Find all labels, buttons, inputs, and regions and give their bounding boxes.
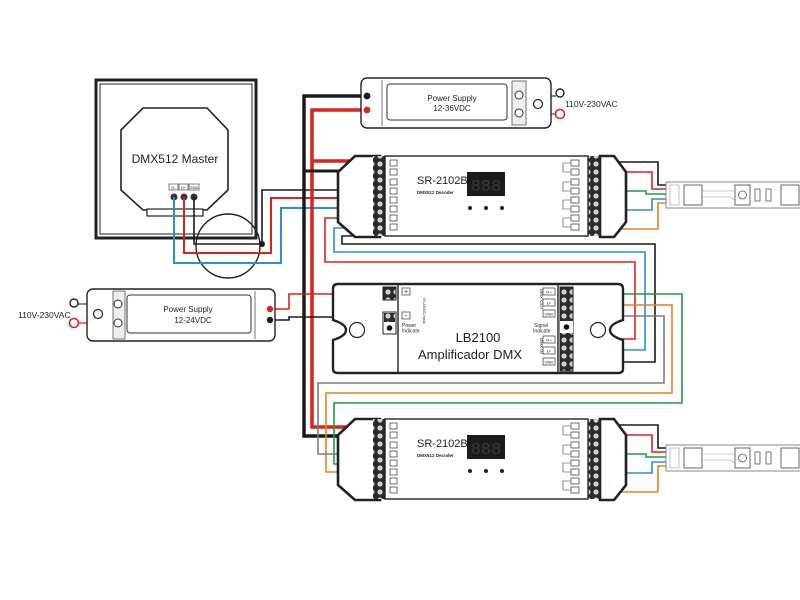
power-supply-left: Power Supply 12-24VDC 110V-230VAC xyxy=(18,288,276,342)
live-terminal-icon xyxy=(554,108,566,120)
decoder-top-model: SR-2102B xyxy=(417,175,468,187)
led-chip-icon xyxy=(734,184,751,206)
psu-top-ac-label: 110V-230VAC xyxy=(565,99,618,109)
decoder-bottom-display xyxy=(467,435,505,459)
led-chip-icon xyxy=(683,184,703,206)
decoder-bottom-display-digits: 888 xyxy=(471,441,502,460)
led-chip-icon xyxy=(734,447,751,469)
led-strip-bottom xyxy=(665,444,800,472)
ground-icon xyxy=(532,98,544,110)
led-chip-icon xyxy=(780,447,800,469)
wire-dmx-in-d-minus xyxy=(333,227,646,351)
psu-top-screw-l xyxy=(514,108,524,118)
master-module xyxy=(120,107,229,211)
master-terminal-gnd: GND xyxy=(190,185,199,190)
master-terminal-d-minus: D- xyxy=(171,185,176,190)
decoder-top-button-3[interactable] xyxy=(500,206,504,210)
dmx512-master: DMX512 Master D- D+ GND xyxy=(94,78,258,240)
master-terminal-d-plus: D+ xyxy=(181,185,187,190)
decoder-top-display-digits: 888 xyxy=(471,178,502,197)
signal-indicator-led xyxy=(563,324,570,330)
svg-text:-: - xyxy=(405,313,408,320)
svg-text:+: + xyxy=(404,289,408,296)
decoder-top-button-2[interactable] xyxy=(484,206,488,210)
wire-dmx-out-gnd xyxy=(317,315,665,455)
master-terminal-labels: D- D+ GND xyxy=(168,183,200,191)
psu-top-voltage: 12-36VDC xyxy=(433,104,471,113)
svg-text:D+: D+ xyxy=(546,290,552,295)
decoder-bottom-output-labels xyxy=(562,422,580,494)
psu-left-ac-label: 110V-230VAC xyxy=(18,310,71,320)
svg-text:D-: D- xyxy=(547,301,552,306)
decoder-top-button-1[interactable] xyxy=(468,206,472,210)
wire-dmx-out-d-minus xyxy=(325,304,673,473)
decoder-bottom-button-2[interactable] xyxy=(484,469,488,473)
decoder-top-subtitle: DMX512 Decoder xyxy=(417,190,454,195)
decoder-bottom-subtitle: DMX512 Decoder xyxy=(417,453,454,458)
power-indicator-led xyxy=(386,325,393,331)
dmx-out-label: DMX OUT xyxy=(539,289,544,310)
live-terminal-icon xyxy=(68,317,80,329)
decoder-bottom: SR-2102B DMX512 Decoder 888 xyxy=(336,417,628,502)
decoder-bottom-button-3[interactable] xyxy=(500,469,504,473)
led-chip-icon xyxy=(780,184,800,206)
decoder-top-output-labels xyxy=(562,159,580,231)
wire-psu-top-negative xyxy=(302,94,378,438)
decoder-top-display xyxy=(467,172,505,196)
decoder-top-input-terminal-block xyxy=(373,156,385,236)
led-strip-top xyxy=(665,181,800,209)
led-chip-icon xyxy=(683,447,703,469)
amplifier-power-positive-terminal xyxy=(382,286,397,301)
decoder-bottom-input-terminal-block xyxy=(373,419,385,499)
master-title: DMX512 Master xyxy=(132,152,219,166)
psu-top-screw-n xyxy=(514,90,524,100)
ground-icon xyxy=(92,308,104,320)
svg-text:D+: D+ xyxy=(546,338,552,343)
psu-top-title: Power Supply xyxy=(427,94,476,103)
resistor-icon xyxy=(765,451,772,465)
svg-text:GND: GND xyxy=(545,312,554,317)
neutral-terminal-icon xyxy=(69,298,79,308)
amplifier-model: LB2100 xyxy=(456,330,501,345)
wire-dmx-in-gnd xyxy=(341,235,656,363)
psu-left-title: Power Supply xyxy=(163,305,212,314)
decoder-bottom-output-terminal-block xyxy=(588,419,600,499)
decoder-bottom-model: SR-2102B xyxy=(417,438,468,450)
amplifier-power-spec: 5V-24VDC Input xyxy=(422,298,426,323)
wire-dmx-in-d-plus xyxy=(324,217,636,340)
resistor-icon xyxy=(765,188,772,202)
resistor-icon xyxy=(754,188,761,202)
neutral-terminal-icon xyxy=(555,88,565,98)
psu-left-voltage: 12-24VDC xyxy=(174,316,212,325)
svg-text:D-: D- xyxy=(547,349,552,354)
resistor-icon xyxy=(754,451,761,465)
decoder-top-output-terminal-block xyxy=(588,156,600,236)
power-supply-top: Power Supply 12-36VDC 110V-230VAC xyxy=(360,77,618,129)
amplifier-power-negative-terminal xyxy=(384,313,395,322)
wire-master-d-plus xyxy=(183,197,378,254)
dmx-in-label: DMX IN xyxy=(539,338,544,354)
svg-text:GND: GND xyxy=(545,360,554,365)
decoder-top: SR-2102B DMX512 Decoder 888 xyxy=(336,154,628,239)
decoder-bottom-button-1[interactable] xyxy=(468,469,472,473)
amplifier-subtitle: Amplificador DMX xyxy=(418,347,522,362)
